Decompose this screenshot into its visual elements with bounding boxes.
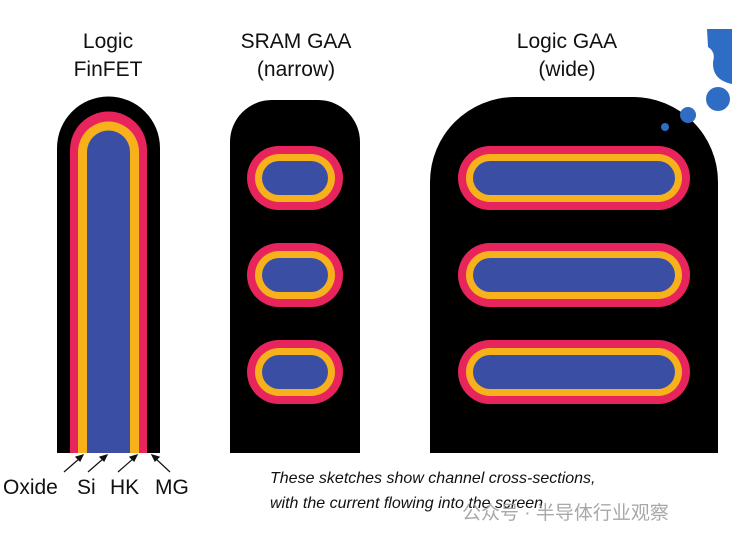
caption-line-1: These sketches show channel cross-sectio… <box>270 470 596 487</box>
sram-gaa-structure <box>230 100 360 453</box>
logo-icon <box>661 29 732 131</box>
logic-gaa-nanosheet <box>458 243 690 307</box>
title-line: (narrow) <box>256 58 336 81</box>
label-mg: MG <box>155 476 189 499</box>
sram-nanosheet <box>247 340 343 404</box>
sram-nanosheet <box>247 146 343 210</box>
logic-gaa-structure <box>430 97 718 453</box>
label-hk: HK <box>110 476 140 499</box>
finfet-silicon <box>87 130 130 453</box>
caption-line-2: with the current flowing into the screen <box>270 495 544 512</box>
sram-nanosheet <box>247 243 343 307</box>
finfet-structure <box>57 96 160 453</box>
finfet-title: Logic FinFET <box>48 28 168 84</box>
label-oxide: Oxide <box>3 476 58 499</box>
title-line: SRAM GAA <box>240 30 352 53</box>
label-si: Si <box>77 476 96 499</box>
title-line: Logic GAA <box>516 30 618 53</box>
watermark: 公众号 · 半导体行业观察 <box>462 503 669 524</box>
title-line: Logic <box>82 30 134 53</box>
sram-gaa-title: SRAM GAA (narrow) <box>216 28 376 84</box>
logic-gaa-nanosheet <box>458 340 690 404</box>
logic-gaa-title: Logic GAA (wide) <box>487 28 647 84</box>
logic-gaa-nanosheet <box>458 146 690 210</box>
title-line: FinFET <box>73 58 143 81</box>
layer-arrows <box>63 454 171 473</box>
title-line: (wide) <box>538 58 596 81</box>
